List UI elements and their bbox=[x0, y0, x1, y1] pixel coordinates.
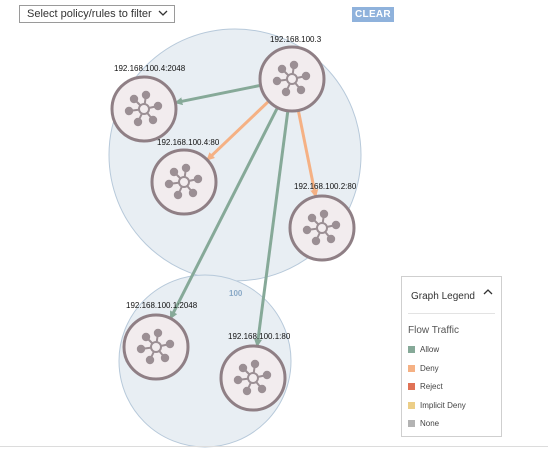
chevron-down-icon bbox=[158, 10, 168, 16]
legend-item-label: Reject bbox=[420, 382, 443, 391]
network-node[interactable]: 192.168.100.1:2048 bbox=[122, 301, 198, 381]
network-node-icon bbox=[164, 163, 203, 200]
node-label: 192.168.100.1:80 bbox=[228, 332, 291, 341]
legend-subtitle: Flow Traffic bbox=[408, 325, 459, 336]
network-node[interactable]: 192.168.100.4:2048 bbox=[110, 64, 186, 143]
node-label: 192.168.100.2:80 bbox=[294, 182, 357, 191]
network-node-icon bbox=[302, 209, 341, 246]
reject-swatch bbox=[408, 383, 415, 390]
node-label: 192.168.100.1:2048 bbox=[126, 301, 198, 310]
node-label: 192.168.100.4:2048 bbox=[114, 64, 186, 73]
legend-item-label: Implicit Deny bbox=[420, 401, 466, 410]
node-label: 192.168.100.3 bbox=[270, 35, 322, 44]
edge-deny[interactable] bbox=[206, 98, 272, 161]
legend-item-label: Deny bbox=[420, 364, 439, 373]
edge-deny[interactable] bbox=[296, 108, 319, 198]
policy-filter-select[interactable]: Select policy/rules to filter bbox=[19, 5, 175, 23]
clear-button[interactable]: CLEAR bbox=[352, 7, 394, 22]
edge-allow[interactable] bbox=[174, 83, 263, 106]
network-node-icon bbox=[233, 359, 272, 396]
edge-allow[interactable] bbox=[169, 105, 280, 320]
chevron-up-icon[interactable] bbox=[483, 288, 493, 296]
policy-filter-placeholder: Select policy/rules to filter bbox=[27, 8, 152, 20]
legend-item-label: None bbox=[420, 419, 440, 428]
edge-allow[interactable] bbox=[254, 108, 290, 348]
graph-legend-panel: Graph Legend Flow Traffic Allow Deny Rej… bbox=[401, 276, 502, 437]
allow-swatch bbox=[408, 346, 415, 353]
network-node-icon bbox=[272, 60, 311, 97]
implicit-deny-swatch bbox=[408, 402, 415, 409]
network-node-icon bbox=[124, 90, 163, 127]
network-node-icon bbox=[136, 328, 175, 365]
none-swatch bbox=[408, 420, 415, 427]
deny-swatch bbox=[408, 365, 415, 372]
bottom-divider bbox=[0, 446, 548, 447]
legend-title: Graph Legend bbox=[411, 291, 475, 302]
legend-item-label: Allow bbox=[420, 345, 440, 354]
network-node[interactable]: 192.168.100.2:80 bbox=[288, 182, 357, 262]
network-node[interactable]: 192.168.100.4:80 bbox=[150, 138, 220, 216]
legend-divider bbox=[408, 313, 495, 314]
node-label: 192.168.100.4:80 bbox=[157, 138, 220, 147]
group-label: 100 bbox=[229, 289, 243, 298]
network-node[interactable]: 192.168.100.1:80 bbox=[219, 332, 291, 412]
network-node[interactable]: 192.168.100.3 bbox=[258, 35, 326, 113]
